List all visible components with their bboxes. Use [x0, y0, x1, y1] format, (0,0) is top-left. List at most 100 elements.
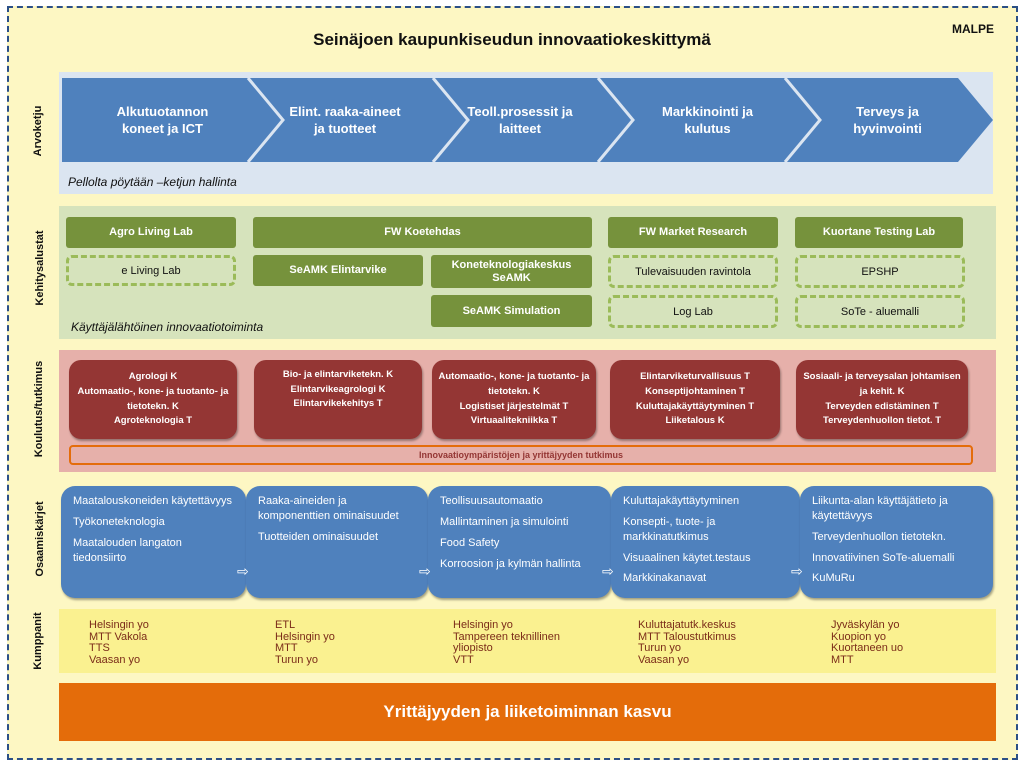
koulutus-item: Elintarvikeagrologi K: [290, 383, 386, 395]
partner-item: MTT: [275, 642, 298, 655]
partner-item: MTT Vakola: [89, 630, 148, 643]
chevron-label-3: Teoll.prosessit ja laitteet: [467, 103, 573, 136]
kehitysalustat-footnote: Käyttäjälähtöinen innovaatiotoiminta: [71, 320, 264, 334]
osaaminen-item: Korroosion ja kylmän hallinta: [440, 557, 581, 570]
partner-item: Helsingin yo: [275, 630, 335, 643]
epshp: EPSHP: [795, 255, 965, 288]
koulutus-box-4: Elintarviketurvallisuus T Konseptijohtam…: [610, 360, 780, 439]
sote-aluemalli: SoTe - aluemalli: [795, 295, 965, 328]
koulutus-item: Agroteknologia T: [113, 415, 193, 427]
bottom-banner: Yrittäjyyden ja liiketoiminnan kasvu: [383, 702, 672, 721]
kuortane-testing-lab: Kuortane Testing Lab: [795, 217, 963, 248]
osaaminen-item: Kuluttajakäyttäytyminen: [623, 495, 740, 507]
row-label-kumppanit: Kumppanit: [32, 612, 44, 670]
osaaminen-box-1: Maatalouskoneiden käytettävyys Työkonete…: [61, 486, 246, 598]
osaaminen-box-2: Raaka-aineiden ja komponenttien ominaisu…: [246, 486, 428, 598]
koulutus-item: Liiketalous K: [665, 415, 725, 427]
chevron-label-1: Alkutuotannon koneet ja ICT: [116, 103, 209, 136]
osaaminen-item: KuMuRu: [812, 572, 855, 585]
research-bar: Innovaatioympäristöjen ja yrittäjyyden t…: [69, 445, 973, 465]
koulutus-item: Logistiset järjestelmät T: [459, 400, 569, 412]
partner-item: Helsingin yo: [453, 619, 513, 631]
osaaminen-item: Visuaalinen käytet.testaus: [623, 551, 751, 564]
seamk-elintarvike: SeAMK Elintarvike: [253, 255, 423, 286]
partner-column-4: Kuluttajatutk.keskus MTT Taloustutkimus …: [638, 619, 737, 666]
partner-column-2: ETL Helsingin yo MTT Turun yo: [275, 619, 335, 666]
partner-column-1: Helsingin yo MTT Vakola TTS Vaasan yo: [89, 619, 149, 666]
osaaminen-item: Mallintaminen ja simulointi: [440, 515, 569, 528]
band-kumppanit: [59, 609, 996, 673]
osaaminen-item: Markkinakanavat: [623, 572, 707, 585]
corner-label: MALPE: [952, 22, 994, 36]
partner-item: TTS: [89, 642, 110, 655]
koulutus-box-1: Agrologi K Automaatio-, kone- ja tuotant…: [69, 360, 237, 439]
koulutus-item: Virtuaalitekniikka T: [470, 415, 558, 427]
osaaminen-item: Maatalouskoneiden käytettävyys: [73, 495, 232, 507]
partner-column-5: Jyväskylän yo Kuopion yo Kuortaneen uo M…: [831, 619, 904, 666]
koulutus-item: Bio- ja elintarviketekn. K: [282, 369, 394, 380]
osaaminen-item: Food Safety: [440, 536, 500, 549]
koulutus-item: Terveydenhuollon tietot. T: [822, 415, 942, 427]
row-label-arvoketju: Arvoketju: [32, 105, 44, 157]
koulutus-item: Kuluttajakäyttäytyminen T: [635, 400, 755, 412]
fw-market-research: FW Market Research: [608, 217, 778, 248]
agro-living-lab: Agro Living Lab: [66, 217, 236, 248]
osaaminen-item: Työkoneteknologia: [73, 515, 165, 528]
osaaminen-item: Maatalouden langaton tiedonsiirto: [73, 536, 182, 564]
partner-item: Tampereen teknillinen yliopisto: [453, 630, 561, 655]
koulutus-item: Automaatio-, kone- ja tuotanto- ja tieto…: [77, 385, 229, 412]
right-arrow-icon: ⇨: [602, 563, 614, 579]
partner-item: ETL: [275, 619, 296, 631]
koulutus-item: Agrologi K: [128, 371, 178, 383]
partner-item: MTT Taloustutkimus: [638, 630, 737, 643]
osaaminen-item: Tuotteiden ominaisuudet: [258, 530, 379, 543]
partner-item: Kuluttajatutk.keskus: [638, 619, 736, 631]
row-label-kehitysalustat: Kehitysalustat: [34, 230, 46, 306]
partner-item: Turun yo: [638, 642, 682, 655]
partner-item: Turun yo: [275, 653, 319, 666]
partner-item: VTT: [453, 653, 474, 666]
seamk-simulation: SeAMK Simulation: [431, 295, 592, 327]
osaaminen-box-4: Kuluttajakäyttäytyminen Konsepti-, tuote…: [611, 486, 800, 598]
diagram-title: Seinäjoen kaupunkiseudun innovaatiokeski…: [313, 30, 711, 49]
chevron-label-5: Terveys ja hyvinvointi: [853, 103, 922, 136]
koulutus-item: Elintarvikekehitys T: [293, 398, 383, 410]
osaaminen-box-5: Liikunta-alan käyttäjätieto ja käytettäv…: [800, 486, 993, 598]
fw-koetehdas: FW Koetehdas: [253, 217, 592, 248]
koulutus-box-5: Sosiaali- ja terveysalan johtamisen ja k…: [796, 360, 968, 439]
osaaminen-item: Raaka-aineiden ja komponenttien ominaisu…: [258, 495, 399, 522]
arvoketju-footnote: Pellolta pöytään –ketjun hallinta: [68, 175, 237, 189]
partner-item: MTT: [831, 653, 854, 666]
partner-item: Kuortaneen uo: [831, 642, 904, 655]
osaaminen-item: Liikunta-alan käyttäjätieto ja käytettäv…: [812, 495, 948, 522]
koneteknologiakeskus: Koneteknologiakeskus SeAMK: [431, 255, 592, 288]
right-arrow-icon: ⇨: [419, 563, 431, 579]
chevron-label-2: Elint. raaka-aineet ja tuotteet: [289, 103, 401, 136]
right-arrow-icon: ⇨: [237, 563, 249, 579]
koulutus-item: Elintarviketurvallisuus T: [640, 371, 750, 383]
row-label-koulutus: Koulutus/tutkimus: [33, 360, 45, 458]
partner-item: Helsingin yo: [89, 619, 149, 631]
koulutus-item: Konseptijohtaminen T: [645, 385, 745, 397]
koulutus-box-2: Bio- ja elintarviketekn. K Elintarvikeag…: [254, 360, 422, 439]
osaaminen-item: Teollisuusautomaatio: [440, 495, 543, 507]
osaaminen-item: Innovatiivinen SoTe-aluemalli: [812, 551, 955, 564]
osaaminen-item: Terveydenhuollon tietotekn.: [812, 530, 946, 543]
right-arrow-icon: ⇨: [791, 563, 803, 579]
osaaminen-item: Konsepti-, tuote- ja markkinatutkimus: [623, 515, 716, 543]
log-lab: Log Lab: [608, 295, 778, 328]
partner-column-3: Helsingin yo Tampereen teknillinen yliop…: [453, 619, 583, 666]
osaaminen-box-3: Teollisuusautomaatio Mallintaminen ja si…: [428, 486, 611, 598]
row-label-osaamiskarjet: Osaamiskärjet: [34, 501, 46, 577]
tulevaisuuden-ravintola: Tulevaisuuden ravintola: [608, 255, 778, 288]
band-yrittajyys: [59, 683, 996, 741]
koulutus-item: Automaatio-, kone- ja tuotanto- ja tieto…: [438, 371, 590, 397]
koulutus-box-3: Automaatio-, kone- ja tuotanto- ja tieto…: [432, 360, 596, 439]
partner-item: Vaasan yo: [89, 653, 141, 666]
koulutus-item: Sosiaali- ja terveysalan johtamisen ja k…: [803, 371, 961, 397]
partner-item: Jyväskylän yo: [831, 619, 900, 631]
e-living-lab: e Living Lab: [66, 255, 236, 286]
partner-item: Vaasan yo: [638, 653, 690, 666]
koulutus-item: Terveyden edistäminen T: [825, 400, 939, 412]
partner-item: Kuopion yo: [831, 630, 887, 643]
